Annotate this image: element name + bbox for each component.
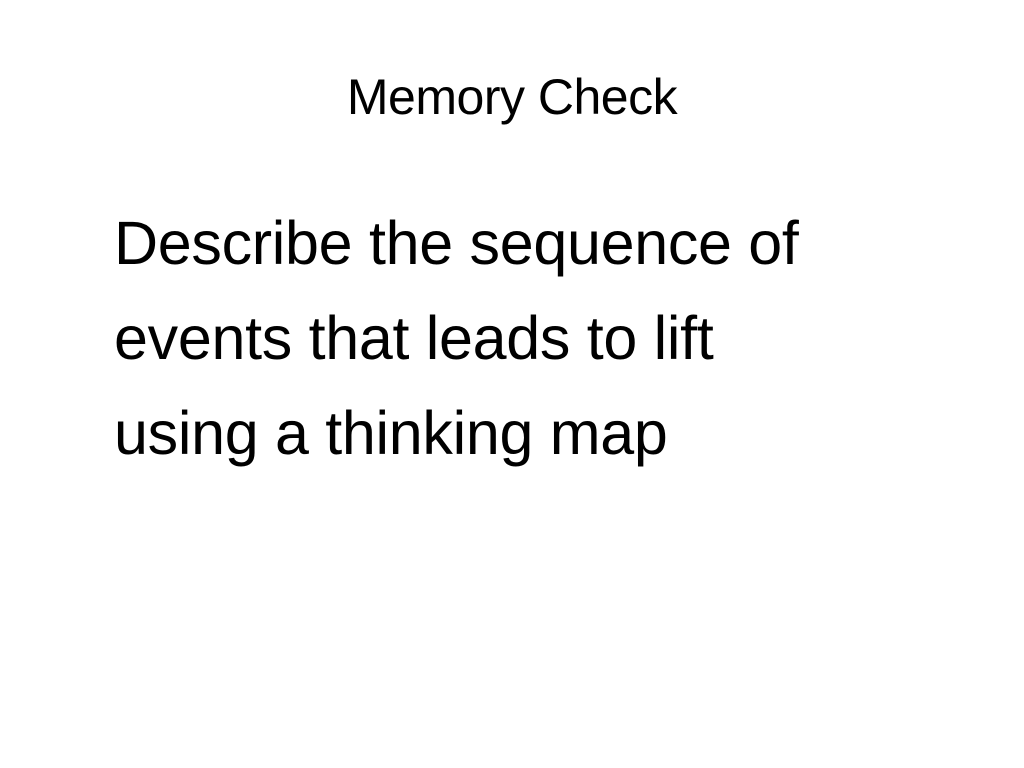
slide-body-text: Describe the sequence of events that lea… (114, 196, 934, 481)
body-line: Describe the sequence of (114, 209, 799, 277)
body-line: events that leads to lift (114, 304, 714, 372)
slide-title: Memory Check (346, 69, 678, 125)
body-line: using a thinking map (114, 399, 668, 467)
